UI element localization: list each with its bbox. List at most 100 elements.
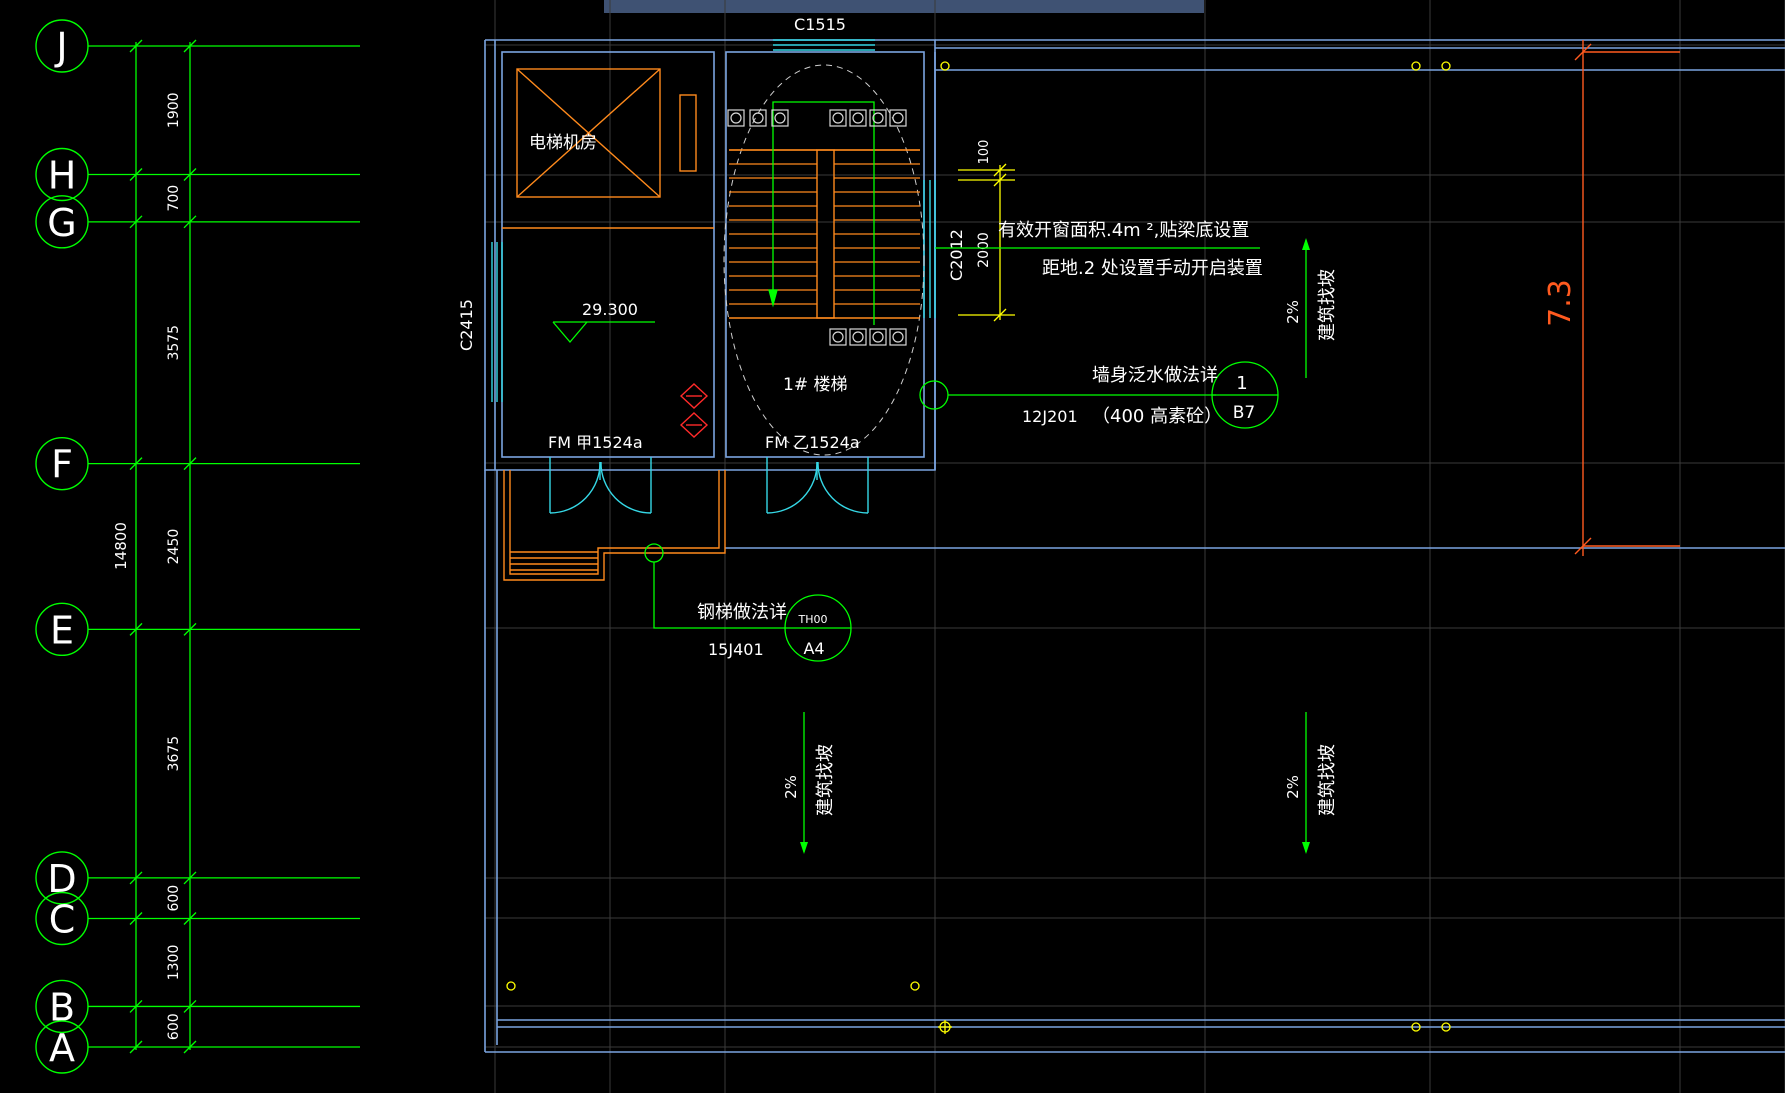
dimension-chain bbox=[135, 42, 191, 1050]
rail-post-hole bbox=[892, 331, 904, 343]
door-b-label: FM 乙1524a bbox=[765, 433, 860, 452]
rail-post bbox=[749, 109, 767, 127]
dimension-labels: 1900 700 3575 2450 3675 600 1300 600 bbox=[166, 92, 182, 1040]
wall-note-detail: （400 高素砼） bbox=[1092, 406, 1222, 427]
window-top-label: C1515 bbox=[794, 15, 846, 34]
wall-note-ref: 12J201 bbox=[1022, 407, 1078, 426]
rail-post-hole bbox=[774, 112, 786, 124]
axis-bubble-label: H bbox=[48, 154, 77, 198]
axis-bubble-label: G bbox=[47, 201, 76, 245]
slope-percent: 2% bbox=[1284, 300, 1302, 324]
stair-rail-boxes bbox=[727, 109, 907, 346]
slope-marker: 2% 建筑找坡 bbox=[1284, 712, 1338, 854]
axis-d: D bbox=[35, 851, 360, 905]
slope-marker: 2% 建筑找坡 bbox=[1284, 238, 1338, 378]
axis-bubble-label: D bbox=[47, 857, 76, 901]
dimension-segment: 3575 bbox=[166, 325, 182, 361]
axis-h: H bbox=[35, 147, 360, 202]
window-right bbox=[923, 180, 936, 318]
wall-note-leader bbox=[919, 361, 1279, 429]
rail-post-hole bbox=[872, 112, 884, 124]
window-note-line1: 有效开窗面积.4m ²,贴梁底设置 bbox=[998, 220, 1249, 241]
slope-percent: 2% bbox=[782, 775, 800, 799]
top-scroll-bar[interactable] bbox=[604, 0, 1204, 13]
rail-post bbox=[849, 328, 867, 346]
door-a-label: FM 甲1524a bbox=[548, 433, 643, 452]
window-note-line2: 距地.2 处设置手动开启装置 bbox=[1042, 258, 1263, 279]
column-markers bbox=[506, 61, 1451, 1034]
rail-post-hole bbox=[872, 331, 884, 343]
rail-post bbox=[829, 109, 847, 127]
window-right-label: C2012 bbox=[947, 229, 966, 281]
slope-text: 建筑找坡 bbox=[815, 744, 836, 816]
rail-post-hole bbox=[852, 331, 864, 343]
slope-percent: 2% bbox=[1284, 775, 1302, 799]
axis-bubble-label: J bbox=[54, 25, 67, 69]
total-dimension: 14800 bbox=[112, 522, 130, 570]
ref-b7-top: 1 bbox=[1236, 373, 1247, 394]
slope-text: 建筑找坡 bbox=[1317, 269, 1338, 341]
elevation-value: 29.300 bbox=[582, 300, 638, 319]
dimension-segment: 600 bbox=[166, 1013, 182, 1040]
axis-bubble-label: E bbox=[50, 608, 74, 652]
axis-f: F bbox=[35, 436, 360, 491]
machine-room-label: 电梯机房 bbox=[529, 133, 597, 153]
axis-a: A bbox=[35, 1020, 360, 1074]
ref-a4-bottom: A4 bbox=[803, 639, 824, 658]
dimension-segment: 3675 bbox=[166, 736, 182, 772]
rail-post-hole bbox=[730, 112, 742, 124]
rail-post bbox=[889, 109, 907, 127]
rail-post bbox=[849, 109, 867, 127]
stair-name-label: 1# 楼梯 bbox=[783, 375, 847, 395]
rail-post bbox=[869, 109, 887, 127]
axis-e: E bbox=[35, 602, 360, 657]
rail-post bbox=[889, 328, 907, 346]
window-right-height: 2000 bbox=[976, 232, 992, 268]
dimension-segment: 600 bbox=[166, 885, 182, 912]
steel-note: 钢梯做法详 bbox=[697, 602, 787, 623]
rail-post bbox=[727, 109, 745, 127]
window-height-dimension bbox=[958, 163, 1015, 322]
wall-note: 墙身泛水做法详 bbox=[1092, 365, 1218, 386]
rail-post bbox=[829, 328, 847, 346]
ref-a4-top: TH00 bbox=[798, 613, 828, 626]
dimension-segment: 1300 bbox=[166, 945, 182, 981]
elevator-machine-room bbox=[502, 68, 714, 229]
red-dimension-label: 7.3 bbox=[1543, 279, 1578, 327]
rail-post-hole bbox=[892, 112, 904, 124]
stair-frame bbox=[729, 149, 920, 319]
steel-ref: 15J401 bbox=[708, 640, 764, 659]
slope-marker: 2% 建筑找坡 bbox=[782, 712, 836, 854]
axis-bubble-label: A bbox=[49, 1026, 75, 1070]
dimension-segment: 2450 bbox=[166, 529, 182, 565]
window-left-label: C2415 bbox=[457, 299, 476, 351]
stair-dashed-circle bbox=[723, 64, 925, 456]
elevation-mark bbox=[552, 321, 655, 344]
rail-post-hole bbox=[832, 112, 844, 124]
ref-b7-bottom: B7 bbox=[1233, 403, 1255, 423]
rail-post bbox=[869, 328, 887, 346]
steel-ladder-leader bbox=[644, 543, 852, 662]
axis-j: J bbox=[35, 19, 360, 73]
axis-b: B bbox=[35, 979, 360, 1034]
window-left bbox=[491, 242, 503, 402]
axis-bubble-label: F bbox=[51, 443, 73, 487]
rail-post-hole bbox=[752, 112, 764, 124]
rail-post-hole bbox=[852, 112, 864, 124]
fire-extinguisher-icon bbox=[679, 383, 709, 438]
red-dimension bbox=[1574, 40, 1680, 556]
dimension-segment: 1900 bbox=[166, 92, 182, 128]
axis-bubble-label: C bbox=[49, 897, 76, 941]
door-a-swing bbox=[549, 457, 652, 514]
axis-c: C bbox=[35, 891, 360, 946]
dimension-segment: 700 bbox=[166, 185, 182, 212]
stair-steps bbox=[729, 149, 920, 305]
axis-g: G bbox=[35, 195, 360, 249]
window-top bbox=[773, 39, 875, 51]
door-b-swing bbox=[766, 457, 869, 514]
dim-100-label: 100 bbox=[977, 140, 992, 165]
rail-post bbox=[771, 109, 789, 127]
steel-ladder bbox=[503, 470, 726, 581]
